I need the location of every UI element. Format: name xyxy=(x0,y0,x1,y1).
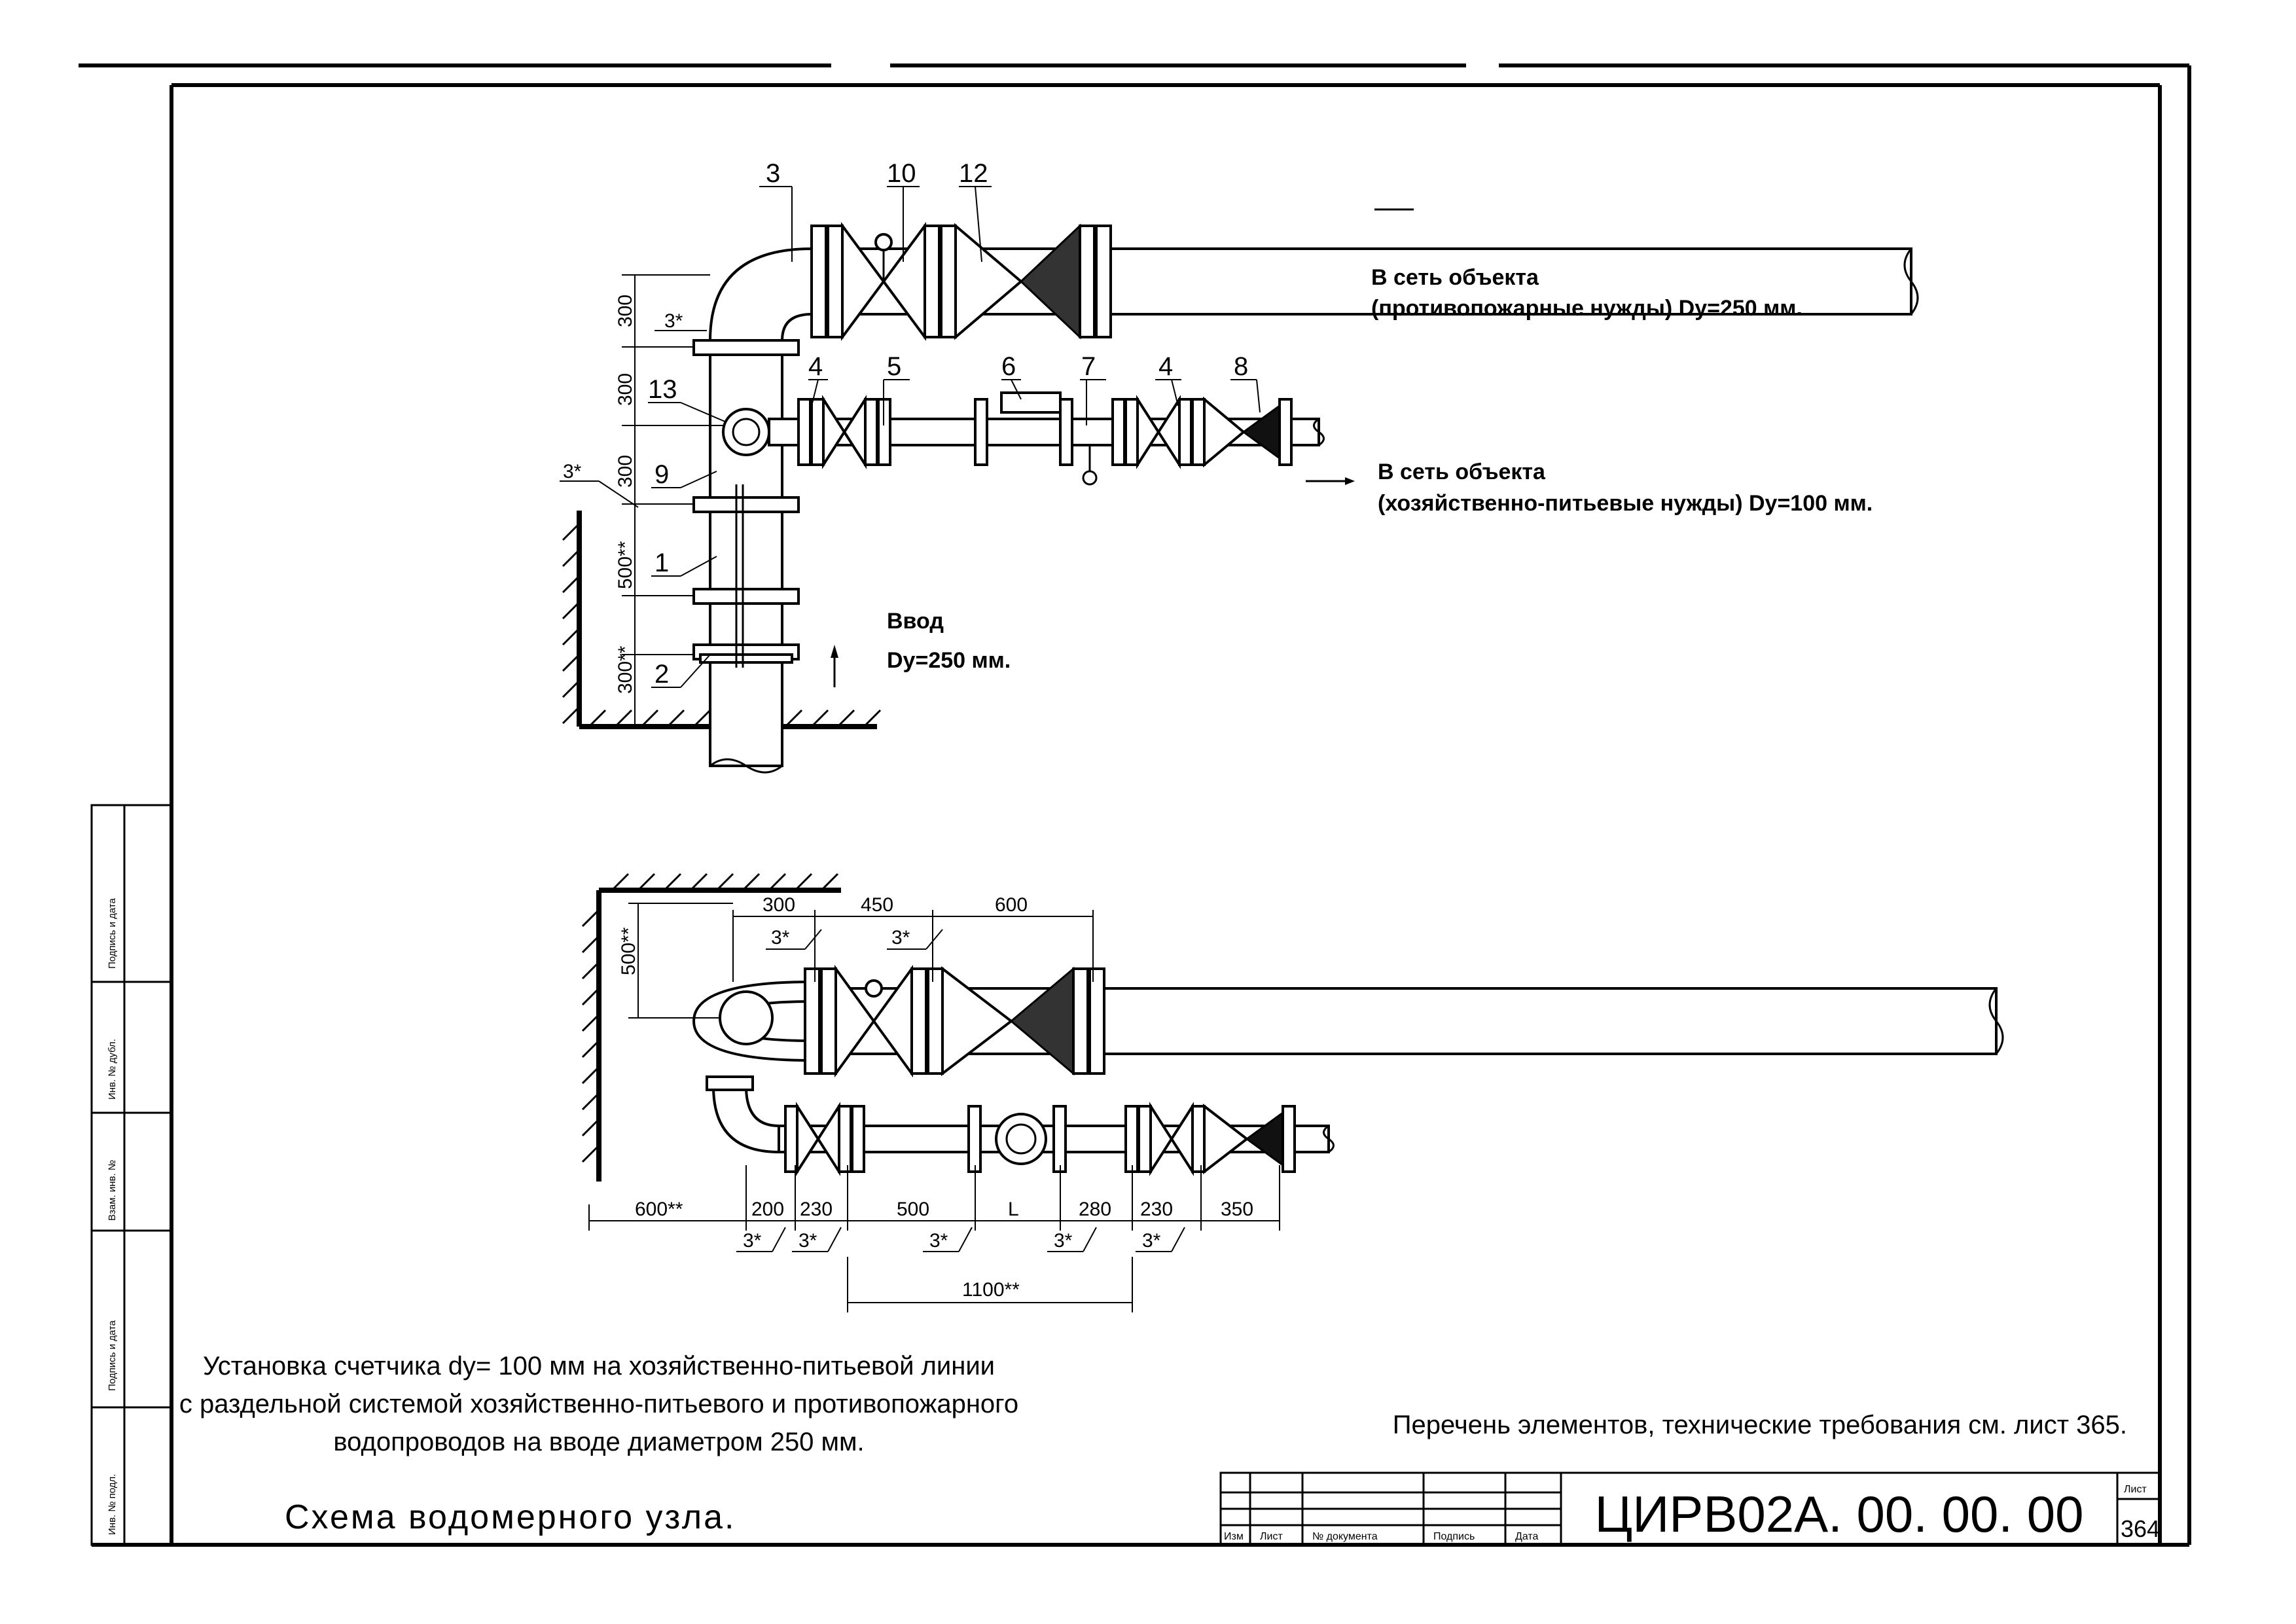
dim-bottom: L xyxy=(1008,1199,1019,1220)
dim-vertical: 300 xyxy=(615,295,636,327)
drawing-code: ЦИРВ02А. 00. 00. 00 xyxy=(1595,1485,2084,1543)
position-number: 5 xyxy=(887,352,901,381)
side-stamp: Подпись и дата Инв. № дубл. Взам. инв. №… xyxy=(90,804,173,1546)
slope-mark: 3* xyxy=(891,927,910,948)
dim-bottom: 500 xyxy=(897,1199,929,1220)
side-stamp-label: Инв. № подл. xyxy=(107,1474,118,1535)
position-number: 12 xyxy=(959,159,988,188)
dim-bottom: 280 xyxy=(1079,1199,1111,1220)
side-stamp-label: Взам. инв. № xyxy=(107,1160,118,1221)
position-number: 4 xyxy=(808,352,823,381)
slope-mark: 3* xyxy=(563,461,582,482)
dim-bottom: 230 xyxy=(800,1199,833,1220)
position-number: 1 xyxy=(655,549,669,577)
position-number: 3 xyxy=(766,159,780,188)
tb-column-label: Изм xyxy=(1224,1531,1244,1542)
dim-bottom: 600** xyxy=(635,1199,683,1220)
slope-mark: 3* xyxy=(929,1230,948,1252)
outlet-domestic-label: В сеть объекта xyxy=(1378,460,1546,484)
plan-view: 300 450 600 3* 3* 500** 600** 200 230 50… xyxy=(581,873,2004,1312)
position-number: 8 xyxy=(1234,352,1248,381)
title-block: Изм Лист № документа Подпись Дата ЦИРВ02… xyxy=(1219,1471,2161,1546)
outlet-domestic-label: (хозяйственно-питьевые нужды) Dy=100 мм. xyxy=(1378,491,1873,516)
position-number: 2 xyxy=(655,660,669,689)
inlet-label: Ввод xyxy=(887,609,944,634)
side-stamp-label: Подпись и дата xyxy=(107,1320,118,1391)
riser-pipe xyxy=(709,339,783,767)
side-stamp-label: Подпись и дата xyxy=(107,897,118,969)
caption: Установка счетчика dy= 100 мм на хозяйст… xyxy=(179,1352,1018,1456)
dim-total: 1100** xyxy=(962,1279,1020,1301)
bend-3 xyxy=(708,247,813,342)
inlet-label: Dy=250 мм. xyxy=(887,648,1011,673)
tb-column-label: Подпись xyxy=(1433,1531,1475,1542)
outlet-fire-label: В сеть объекта xyxy=(1371,265,1539,290)
position-number: 10 xyxy=(887,159,916,188)
dim-top: 600 xyxy=(995,894,1028,916)
position-number: 4 xyxy=(1158,352,1173,381)
drawing-title: Схема водомерного узла. xyxy=(285,1498,736,1536)
wall-hatch xyxy=(562,511,882,729)
side-stamp-label: Инв. № дубл. xyxy=(107,1039,118,1100)
dim-bottom: 350 xyxy=(1221,1199,1253,1220)
requirements-note: Перечень элементов, технические требован… xyxy=(1393,1411,2127,1439)
dim-top: 450 xyxy=(861,894,893,916)
slope-mark: 3* xyxy=(1142,1230,1161,1252)
position-number: 13 xyxy=(648,375,677,404)
slope-mark: 3* xyxy=(1054,1230,1073,1252)
tee-13 xyxy=(722,408,770,456)
slope-mark: 3* xyxy=(798,1230,817,1252)
position-number: 7 xyxy=(1081,352,1096,381)
slope-mark: 3* xyxy=(664,310,683,332)
caption-line: Установка счетчика dy= 100 мм на хозяйст… xyxy=(203,1352,995,1380)
dim-vertical: 500** xyxy=(618,927,639,975)
dim-top: 300 xyxy=(762,894,795,916)
outlet-fire-label: (противопожарные нужды) Dy=250 мм. xyxy=(1371,296,1803,321)
tb-column-label: Дата xyxy=(1515,1531,1539,1542)
position-number: 6 xyxy=(1001,352,1016,381)
elevation-view: 300 300 300 500** 300** 3* 3* 3 10 1 xyxy=(560,159,1919,774)
sheet-number: 364 xyxy=(2121,1515,2160,1542)
dim-vertical: 300** xyxy=(615,645,636,694)
dim-vertical: 500** xyxy=(615,541,636,589)
tb-column-label: Лист xyxy=(1260,1531,1283,1542)
slope-mark: 3* xyxy=(771,927,790,948)
dim-bottom: 230 xyxy=(1140,1199,1173,1220)
dim-bottom: 200 xyxy=(751,1199,784,1220)
caption-line: водопроводов на вводе диаметром 250 мм. xyxy=(333,1428,864,1456)
position-number: 9 xyxy=(655,460,669,489)
sheet-label: Лист xyxy=(2124,1484,2147,1495)
slope-mark: 3* xyxy=(743,1230,762,1252)
dim-vertical: 300 xyxy=(615,373,636,406)
tb-column-label: № документа xyxy=(1312,1531,1378,1542)
dim-vertical: 300 xyxy=(615,455,636,488)
caption-line: с раздельной системой хозяйственно-питье… xyxy=(179,1390,1018,1418)
